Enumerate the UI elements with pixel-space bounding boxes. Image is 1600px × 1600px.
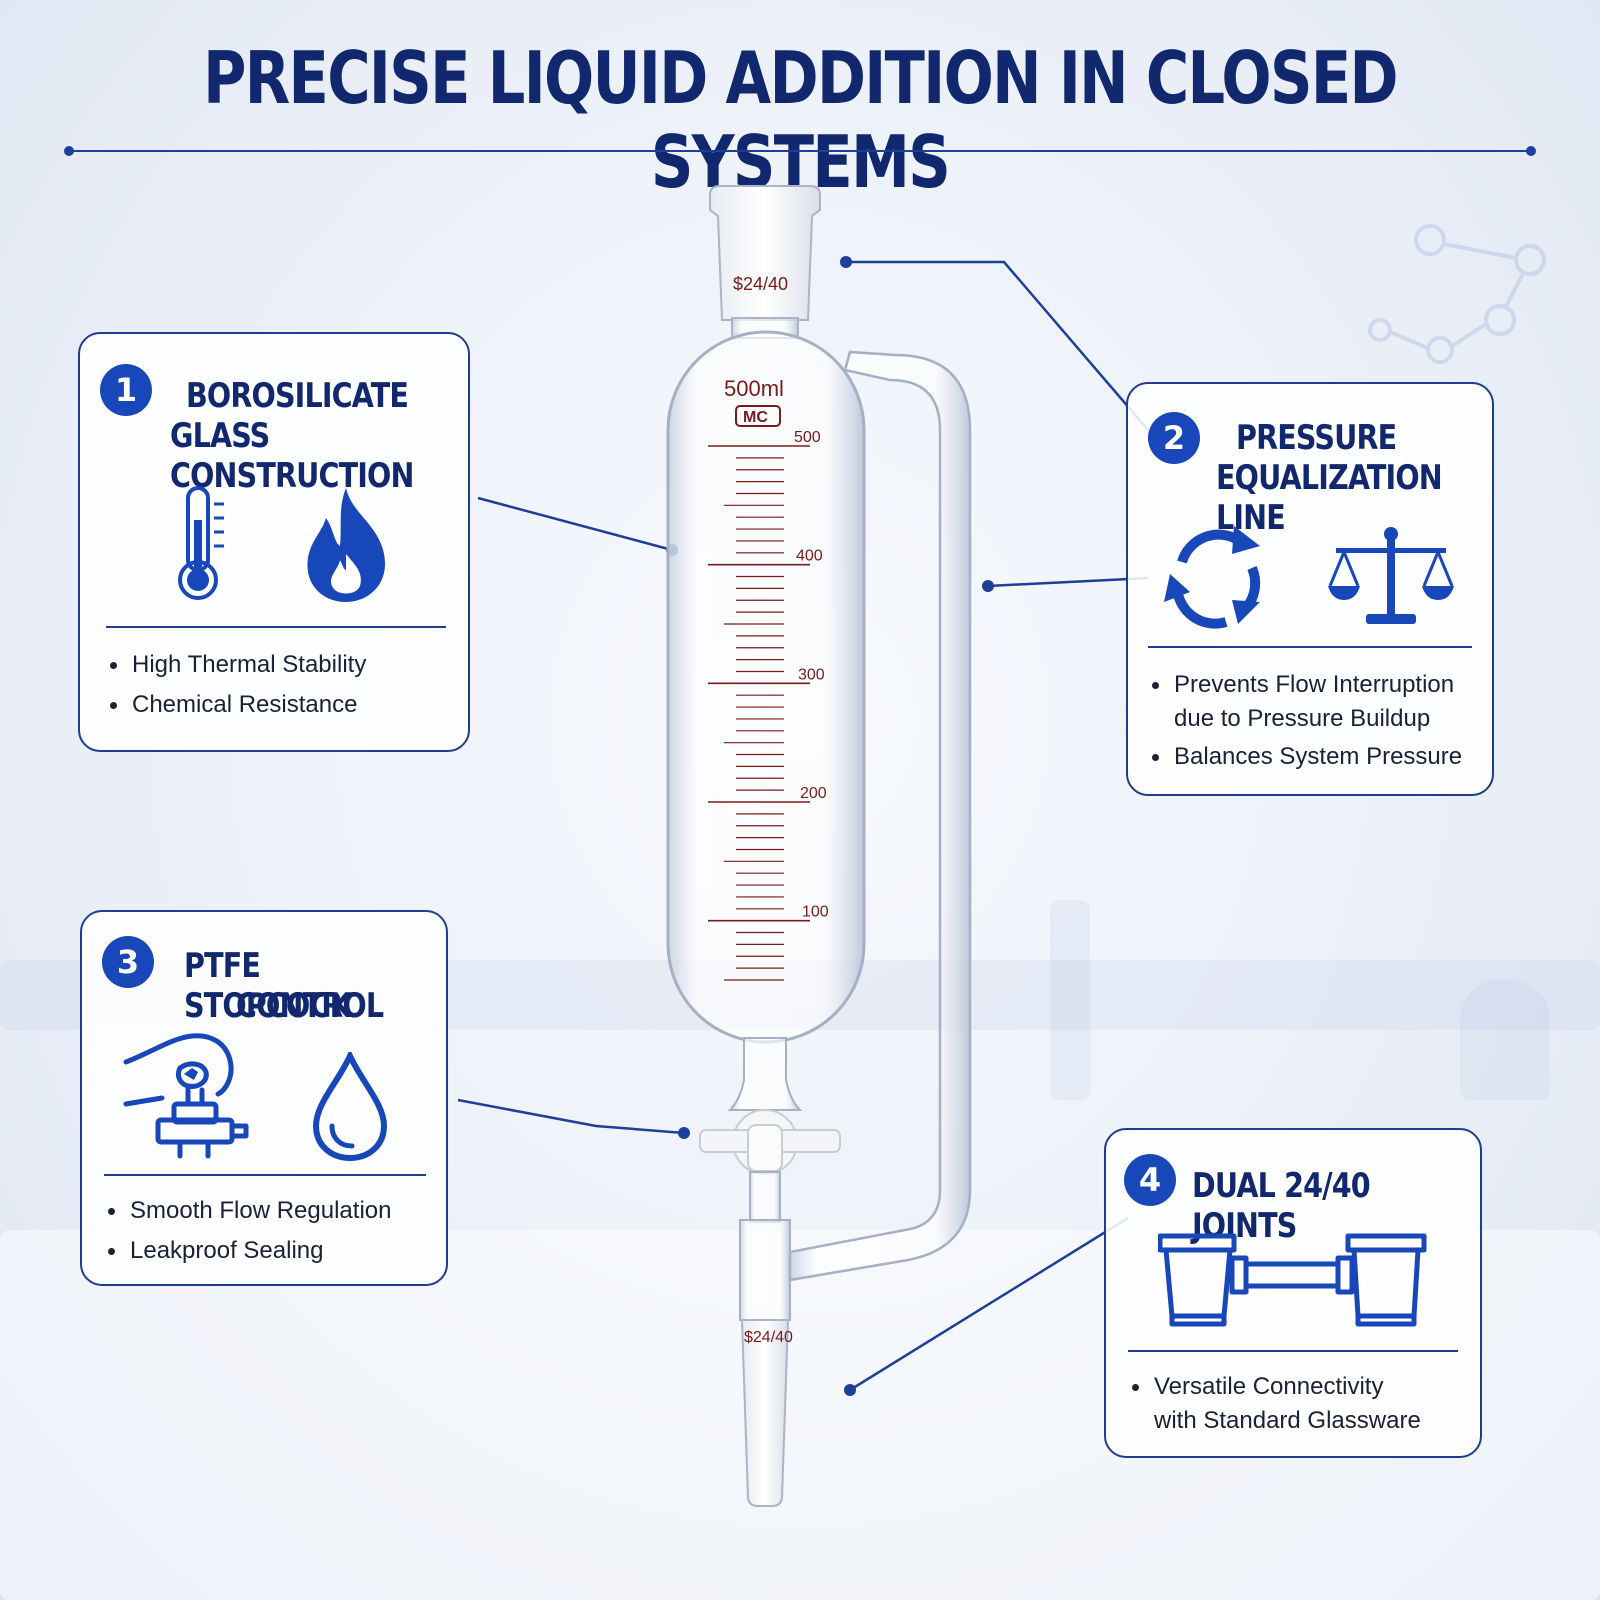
feature-card-borosilicate: 1 BOROSILICATE GLASS CONSTRUCTION High T… — [78, 332, 470, 752]
graduation-label: 300 — [798, 666, 825, 683]
hand-stopcock-icon — [123, 1033, 249, 1159]
balance-scale-icon — [1328, 527, 1454, 624]
top-joint-label: $24/40 — [733, 274, 788, 294]
callout-dot — [844, 1384, 856, 1396]
background-flask — [1460, 980, 1550, 1100]
feature-card-dual-joints: 4 DUAL 24/40 JOINTS Versatile Connectivi… — [1104, 1128, 1482, 1458]
callout-dot — [982, 580, 994, 592]
capacity-label: 500ml — [724, 376, 784, 401]
feature-bullets: Prevents Flow Interruption due to Pressu… — [1150, 668, 1462, 780]
feature-divider — [106, 626, 446, 628]
lower-stem — [749, 1171, 781, 1223]
feature-title-line2: GLASS CONSTRUCTION — [170, 416, 414, 496]
feature-title-line2: EQUALIZATION LINE — [1216, 458, 1443, 538]
bullet-item: Chemical Resistance — [108, 688, 366, 722]
background-flask — [1050, 900, 1090, 1100]
feature-divider — [1148, 646, 1472, 648]
feature-title-line1: BOROSILICATE — [186, 376, 409, 416]
feature-bullets: Smooth Flow Regulation Leakproof Sealing — [106, 1194, 391, 1274]
feature-title-line1: DUAL 24/40 JOINTS — [1192, 1166, 1371, 1246]
feature-title-line1: PRESSURE — [1236, 418, 1397, 458]
callout-line-card2-top — [846, 260, 1149, 431]
funnel-body — [666, 330, 866, 1044]
title-underline — [70, 150, 1530, 152]
feature-divider — [1128, 1350, 1458, 1352]
maker-mark: MC — [743, 409, 768, 426]
droplet-icon — [312, 1052, 388, 1162]
feature-number-badge: 3 — [102, 936, 154, 988]
bullet-item: High Thermal Stability — [108, 648, 366, 682]
callout-dot — [840, 256, 852, 268]
title-underline-left-dot — [64, 146, 74, 156]
callout-line-card3 — [457, 1098, 685, 1135]
bottom-joint — [740, 1319, 790, 1507]
joint-connector-icon — [1158, 1233, 1427, 1327]
feature-title-line1: PTFE STOPCOCK — [184, 946, 352, 1026]
body-bottom-neck — [727, 1037, 803, 1111]
callout-line-card2-pipe — [987, 576, 1149, 588]
graduation-label: 200 — [800, 785, 827, 802]
bullet-item-continuation: with Standard Glassware — [1154, 1407, 1421, 1434]
pressure-equalization-arm — [788, 350, 972, 1282]
bullet-item: Smooth Flow Regulation — [106, 1194, 391, 1228]
feature-bullets: High Thermal Stability Chemical Resistan… — [108, 648, 366, 728]
maker-mark-frame — [735, 405, 781, 427]
callout-dot — [678, 1127, 690, 1139]
bullet-item: Prevents Flow Interruption — [1150, 668, 1462, 702]
flame-icon — [307, 488, 386, 602]
graduation-label: 500 — [794, 429, 821, 446]
callout-line-card1 — [477, 496, 673, 552]
feature-number-badge: 1 — [100, 364, 152, 416]
top-joint — [709, 185, 821, 321]
lower-tube — [739, 1219, 791, 1321]
bullet-item-continuation: due to Pressure Buildup — [1174, 705, 1431, 732]
graduation-scale: 500 400 300 200 100 — [708, 429, 829, 981]
feature-bullets: Versatile Connectivity with Standard Gla… — [1130, 1370, 1421, 1444]
addition-funnel: 500 400 300 200 100 $24/40 500ml MC $24/40 — [666, 185, 972, 1507]
bullet-item: Versatile Connectivity — [1130, 1370, 1421, 1404]
feature-divider — [104, 1174, 426, 1176]
feature-number-badge: 4 — [1124, 1154, 1176, 1206]
cycle-arrows-icon — [1164, 526, 1261, 629]
bottom-joint-label: $24/40 — [744, 1329, 793, 1346]
title-underline-right-dot — [1526, 146, 1536, 156]
thermometer-icon — [178, 486, 224, 600]
callout-line-card4 — [849, 1216, 1129, 1392]
feature-card-ptfe-stopcock: 3 PTFE STOPCOCK CONTROL Smooth Flow Regu… — [80, 910, 448, 1286]
feature-number-badge: 2 — [1148, 412, 1200, 464]
graduation-label: 400 — [796, 548, 823, 565]
graduation-label: 100 — [802, 904, 829, 921]
bullet-item: Balances System Pressure — [1150, 740, 1462, 774]
feature-title-line2: CONTROL — [236, 986, 384, 1026]
bullet-item: Leakproof Sealing — [106, 1234, 391, 1268]
feature-card-pressure-equalization: 2 PRESSURE EQUALIZATION LINE Prevents Fl… — [1126, 382, 1494, 796]
stopcock-key — [747, 1124, 783, 1172]
